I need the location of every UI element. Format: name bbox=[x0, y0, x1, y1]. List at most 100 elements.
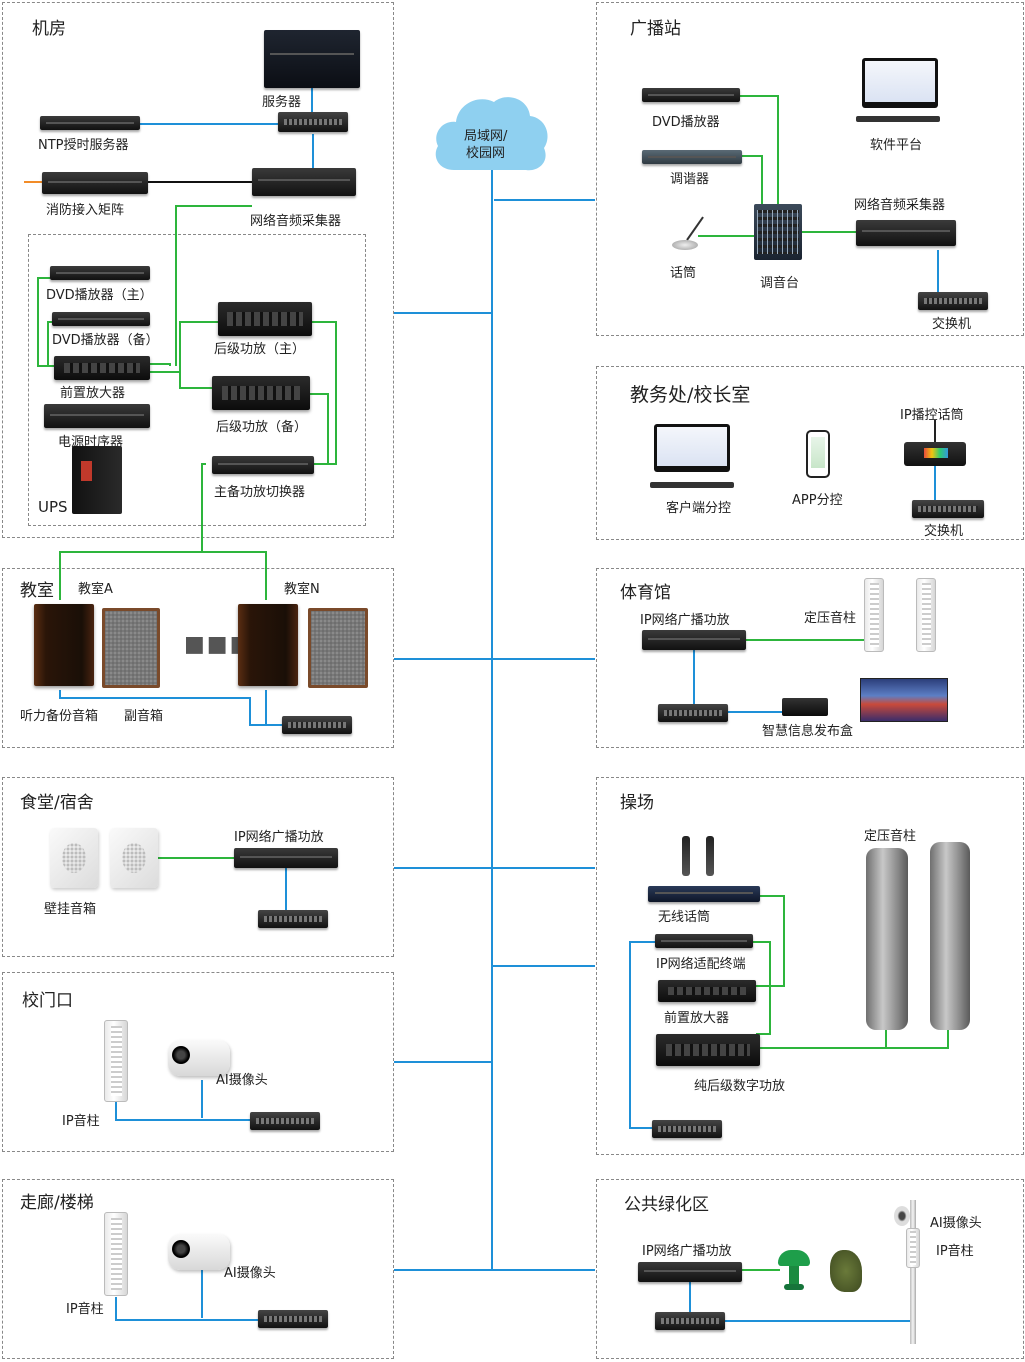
gate-ai-camera-icon bbox=[168, 1040, 230, 1076]
pole-camera-icon bbox=[894, 1206, 910, 1226]
office-switch-device bbox=[912, 500, 984, 518]
broadcast-dvd-label: DVD播放器 bbox=[652, 115, 720, 130]
ntp-server-device bbox=[40, 116, 140, 130]
cloud-icon bbox=[435, 97, 548, 171]
network-lines bbox=[59, 88, 939, 1322]
gate-camera-label: AI摄像头 bbox=[216, 1073, 268, 1088]
server-label: 服务器 bbox=[262, 95, 302, 110]
classroom-switch-device bbox=[282, 716, 352, 734]
amp-backup-label: 后级功放（备） bbox=[216, 420, 308, 435]
panel-machine-room-inner bbox=[28, 234, 366, 526]
speaker-sub-label: 副音箱 bbox=[124, 709, 164, 724]
playground-column-speaker-2 bbox=[930, 842, 970, 1030]
playground-preamp-device bbox=[658, 980, 756, 1002]
ip-terminal-device bbox=[655, 934, 753, 948]
fire-matrix-device bbox=[42, 172, 148, 194]
gym-column-speaker-2 bbox=[916, 578, 936, 652]
digital-poweramp-device bbox=[656, 1034, 760, 1066]
app-label: APP分控 bbox=[792, 493, 843, 508]
green-zone-title: 公共绿化区 bbox=[624, 1195, 709, 1215]
gym-switch-device bbox=[658, 704, 728, 722]
classroom-n-sub-speaker bbox=[308, 608, 368, 688]
wireless-mic-label: 无线话筒 bbox=[658, 910, 711, 925]
canteen-title: 食堂/宿舍 bbox=[20, 793, 94, 813]
gate-title: 校门口 bbox=[22, 991, 73, 1011]
panel-canteen bbox=[2, 777, 394, 957]
fire-matrix-label: 消防接入矩阵 bbox=[46, 203, 125, 218]
corridor-switch-device bbox=[258, 1310, 328, 1328]
wireless-mic-icon bbox=[660, 836, 740, 888]
gym-column-speaker-1 bbox=[864, 578, 884, 652]
broadcast-switch-label: 交换机 bbox=[932, 317, 972, 332]
green-switch-device bbox=[655, 1312, 725, 1330]
ntp-label: NTP授时服务器 bbox=[38, 138, 129, 153]
wall-speaker-1 bbox=[50, 828, 98, 888]
phone-icon bbox=[806, 430, 830, 478]
corridor-ai-camera-icon bbox=[168, 1234, 230, 1270]
classroom-n-main-speaker bbox=[238, 604, 298, 686]
audio-collector-device bbox=[252, 168, 356, 196]
machine-room-title: 机房 bbox=[32, 19, 66, 39]
ups-device bbox=[72, 446, 122, 514]
room-a-label: 教室A bbox=[78, 582, 113, 597]
audio-lines bbox=[37, 95, 949, 1271]
panel-gate bbox=[2, 972, 394, 1152]
dvd-main-device bbox=[50, 266, 150, 280]
gym-title: 体育馆 bbox=[620, 583, 671, 603]
gate-switch-device bbox=[250, 1112, 320, 1130]
amp-switcher-label: 主备功放切换器 bbox=[214, 485, 306, 500]
green-amp-device bbox=[638, 1262, 742, 1282]
pole-column-speaker bbox=[906, 1228, 920, 1268]
cloud-label-line2: 校园网 bbox=[466, 146, 506, 161]
info-box-label: 智慧信息发布盒 bbox=[762, 724, 854, 739]
playground-title: 操场 bbox=[620, 793, 654, 813]
info-box-device bbox=[782, 698, 828, 716]
preamp-device bbox=[54, 356, 150, 380]
playground-switch-device bbox=[652, 1120, 722, 1138]
amp-backup-device bbox=[212, 376, 310, 410]
green-column-label: IP音柱 bbox=[936, 1244, 974, 1259]
canteen-amp-label: IP网络广播功放 bbox=[234, 830, 324, 845]
software-label: 软件平台 bbox=[870, 138, 923, 153]
gate-column-label: IP音柱 bbox=[62, 1114, 100, 1129]
broadcast-title: 广播站 bbox=[630, 19, 681, 39]
office-switch-label: 交换机 bbox=[924, 524, 964, 539]
ip-terminal-label: IP网络适配终端 bbox=[656, 957, 746, 972]
green-camera-label: AI摄像头 bbox=[930, 1216, 982, 1231]
panel-gym bbox=[596, 568, 1024, 748]
broadcast-collector-device bbox=[856, 220, 956, 246]
amp-main-device bbox=[218, 302, 312, 336]
pole-icon bbox=[910, 1200, 916, 1344]
panel-playground bbox=[596, 777, 1024, 1155]
classroom-a-sub-speaker bbox=[102, 608, 160, 688]
audio-collector-label: 网络音频采集器 bbox=[250, 214, 342, 229]
playground-column-speaker-1 bbox=[866, 848, 908, 1030]
office-title: 教务处/校长室 bbox=[630, 384, 751, 406]
green-amp-label: IP网络广播功放 bbox=[642, 1244, 732, 1259]
dvd-main-label: DVD播放器（主） bbox=[46, 288, 153, 303]
corridor-ip-column-speaker bbox=[104, 1212, 128, 1296]
panel-corridor bbox=[2, 1179, 394, 1359]
rock-speaker-icon bbox=[830, 1250, 862, 1292]
playground-column-label: 定压音柱 bbox=[864, 829, 917, 844]
digital-poweramp-label: 纯后级数字功放 bbox=[694, 1079, 786, 1094]
software-monitor-icon bbox=[862, 58, 938, 108]
preamp-label: 前置放大器 bbox=[60, 386, 126, 401]
wireless-receiver-device bbox=[648, 886, 760, 902]
ip-mic-device bbox=[904, 420, 966, 466]
panel-classroom bbox=[2, 568, 394, 748]
microphone-icon bbox=[668, 210, 704, 250]
wall-speaker-label: 壁挂音箱 bbox=[44, 902, 97, 917]
cloud-label-line1: 局域网/ bbox=[464, 129, 508, 144]
corridor-title: 走廊/楼梯 bbox=[20, 1193, 94, 1213]
speaker-backup-label: 听力备份音箱 bbox=[20, 709, 99, 724]
broadcast-dvd-device bbox=[642, 88, 740, 102]
room-n-label: 教室N bbox=[284, 582, 320, 597]
canteen-switch-device bbox=[258, 910, 328, 928]
classroom-a-main-speaker bbox=[34, 604, 94, 686]
corridor-camera-label: AI摄像头 bbox=[224, 1266, 276, 1281]
panel-machine-room bbox=[2, 2, 394, 538]
dvd-backup-device bbox=[52, 312, 150, 326]
gym-column-label: 定压音柱 bbox=[804, 611, 857, 626]
